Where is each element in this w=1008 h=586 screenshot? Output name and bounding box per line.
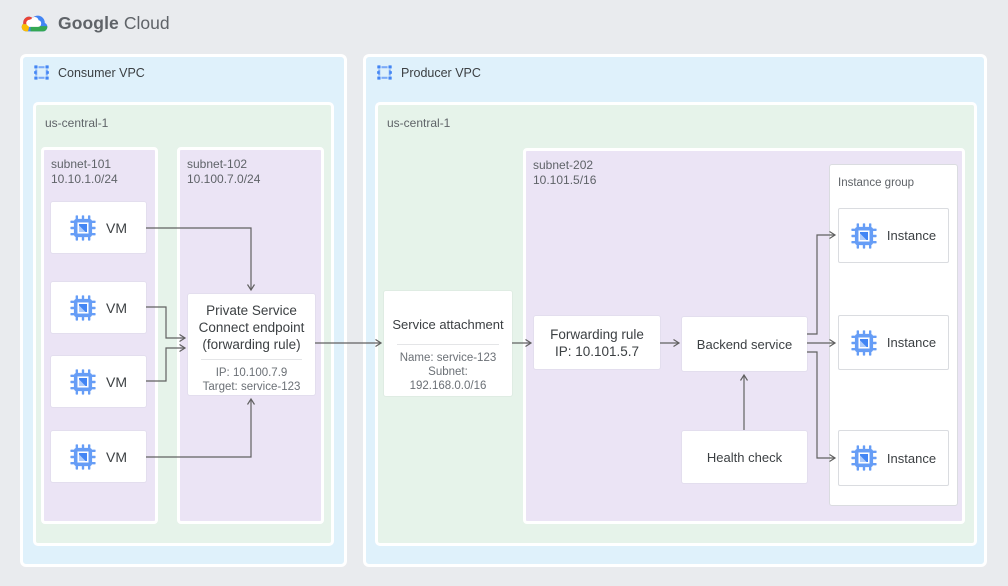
psc-endpoint-details: IP: 10.100.7.9 Target: service-123 [188, 366, 315, 394]
subnet-102-cidr: 10.100.7.0/24 [187, 172, 261, 186]
subnet-202-cidr: 10.101.5/16 [533, 173, 597, 187]
subnet-101-label: subnet-101 10.10.1.0/24 [51, 157, 118, 187]
subnet-101-cidr: 10.10.1.0/24 [51, 172, 118, 186]
logo-text-cloud: Cloud [123, 13, 170, 33]
service-attachment-subnet-label: Subnet: [428, 366, 468, 378]
vm-label: VM [106, 299, 127, 316]
service-attachment-details: Name: service-123 Subnet: 192.168.0.0/16 [384, 351, 512, 393]
compute-engine-icon [70, 369, 96, 395]
instance-label: Instance [886, 335, 937, 350]
forwarding-rule-ip: IP: 10.101.5.7 [554, 343, 640, 359]
psc-endpoint-title: Private Service Connect endpoint (forwar… [198, 303, 305, 352]
backend-service-title: Backend service [696, 336, 793, 352]
google-cloud-logo-icon [19, 12, 50, 35]
compute-engine-icon [70, 444, 96, 470]
health-check-title: Health check [706, 449, 783, 465]
vm-node-2: VM [51, 282, 146, 333]
divider [397, 344, 499, 345]
compute-engine-icon [851, 330, 877, 356]
consumer-vpc-header: Consumer VPC [33, 64, 145, 81]
service-attachment-subnet-cidr: 192.168.0.0/16 [409, 380, 487, 392]
instance-node-1: Instance [838, 208, 949, 263]
producer-vpc-label: Producer VPC [401, 65, 481, 80]
subnet-202-name: subnet-202 [533, 158, 594, 172]
forwarding-rule-title: Forwarding rule [550, 326, 644, 342]
instance-group-label: Instance group [838, 177, 915, 189]
compute-engine-icon [70, 215, 96, 241]
vm-node-4: VM [51, 431, 146, 482]
service-attachment-name: Name: service-123 [399, 352, 497, 364]
divider [201, 359, 302, 360]
psc-endpoint-target: Target: service-123 [202, 381, 301, 393]
vm-node-3: VM [51, 356, 146, 407]
psc-endpoint-ip: IP: 10.100.7.9 [215, 367, 288, 379]
vm-label: VM [106, 373, 127, 390]
service-attachment-node: Service attachment Name: service-123 Sub… [384, 291, 512, 396]
instance-label: Instance [886, 228, 937, 243]
subnet-102-label: subnet-102 10.100.7.0/24 [187, 157, 260, 187]
subnet-102-name: subnet-102 [187, 157, 248, 171]
producer-vpc-header: Producer VPC [376, 64, 481, 81]
compute-engine-icon [70, 295, 96, 321]
instance-label: Instance [886, 450, 937, 466]
psc-endpoint-node: Private Service Connect endpoint (forwar… [188, 294, 315, 395]
backend-service-node: Backend service [682, 317, 807, 371]
google-cloud-logo: Google Cloud [19, 12, 170, 35]
logo-text-google: Google [58, 13, 119, 33]
forwarding-rule-node: Forwarding rule IP: 10.101.5.7 [534, 316, 660, 369]
health-check-node: Health check [682, 431, 807, 483]
instance-node-3: Instance [838, 430, 949, 486]
subnet-101-name: subnet-101 [51, 157, 112, 171]
vpc-network-icon [33, 64, 50, 81]
compute-engine-icon [851, 223, 877, 249]
vm-label: VM [106, 448, 127, 465]
consumer-region-label: us-central-1 [45, 116, 109, 130]
consumer-vpc-label: Consumer VPC [58, 65, 145, 80]
compute-engine-icon [851, 445, 877, 471]
subnet-202-label: subnet-202 10.101.5/16 [533, 158, 596, 188]
vm-label: VM [106, 219, 127, 236]
vpc-network-icon [376, 64, 393, 81]
producer-region-label: us-central-1 [387, 116, 451, 130]
instance-node-2: Instance [838, 315, 949, 370]
service-attachment-title: Service attachment [392, 317, 504, 332]
vm-node-1: VM [51, 202, 146, 253]
